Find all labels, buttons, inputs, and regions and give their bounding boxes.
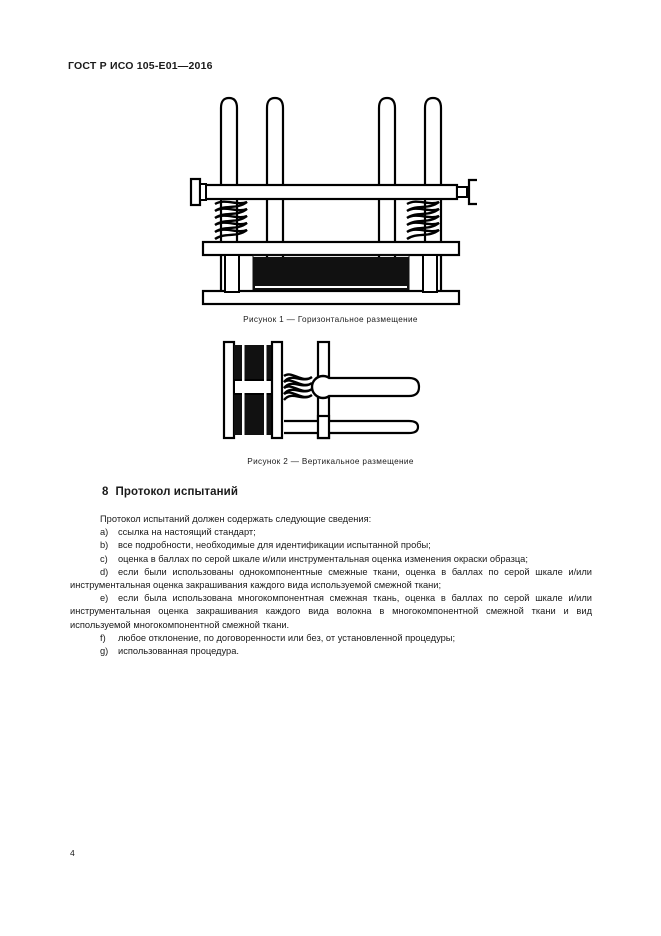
figure-1-caption: Рисунок 1 — Горизонтальное размещение xyxy=(243,315,418,324)
list-item-text: использованная процедура. xyxy=(118,646,239,657)
list-item-text: если была использована многокомпонентная… xyxy=(70,593,592,630)
section-intro-paragraph: Протокол испытаний должен содержать след… xyxy=(100,514,372,524)
figure-2-caption: Рисунок 2 — Вертикальное размещение xyxy=(247,457,414,466)
list-item: f) любое отклонение, по договоренности и… xyxy=(70,632,592,645)
section-number: 8 xyxy=(102,486,109,498)
list-item: g) использованная процедура. xyxy=(70,645,592,658)
list-item-marker: a) xyxy=(100,527,109,538)
list-item-marker: f) xyxy=(100,632,106,643)
figure-2-block: Рисунок 2 — Вертикальное размещение xyxy=(0,336,661,466)
list-item: e) если была использована многокомпонент… xyxy=(70,592,592,632)
running-header: ГОСТ Р ИСО 105-E01—2016 xyxy=(68,60,213,72)
list-item-marker: d) xyxy=(100,566,109,577)
section-body: Протокол испытаний должен содержать след… xyxy=(70,513,592,658)
list-item-text: если были использованы однокомпонентные … xyxy=(70,566,592,591)
list-item: b) все подробности, необходимые для иден… xyxy=(70,539,592,552)
list-item-marker: c) xyxy=(100,553,108,564)
figure-1-drawing xyxy=(189,96,477,306)
section-title: Протокол испытаний xyxy=(115,486,239,498)
list-item-marker: e) xyxy=(100,593,109,604)
list-item-text: любое отклонение, по договоренности или … xyxy=(118,632,456,643)
figure-2-drawing xyxy=(222,340,420,440)
list-item-text: ссылка на настоящий стандарт; xyxy=(118,527,256,538)
page-number: 4 xyxy=(70,848,75,858)
section-heading: 8 Протокол испытаний xyxy=(102,486,238,498)
list-item-text: оценка в баллах по серой шкале и/или инс… xyxy=(118,553,528,564)
list-item-marker: b) xyxy=(100,540,109,551)
list-item-text: все подробности, необходимые для идентиф… xyxy=(118,540,431,551)
list-item: c) оценка в баллах по серой шкале и/или … xyxy=(70,553,592,566)
figure-1-block: Рисунок 1 — Горизонтальное размещение xyxy=(0,92,661,324)
list-item: a) ссылка на настоящий стандарт; xyxy=(70,526,592,539)
list-item-marker: g) xyxy=(100,646,109,657)
list-item: d) если были использованы однокомпонентн… xyxy=(70,566,592,592)
